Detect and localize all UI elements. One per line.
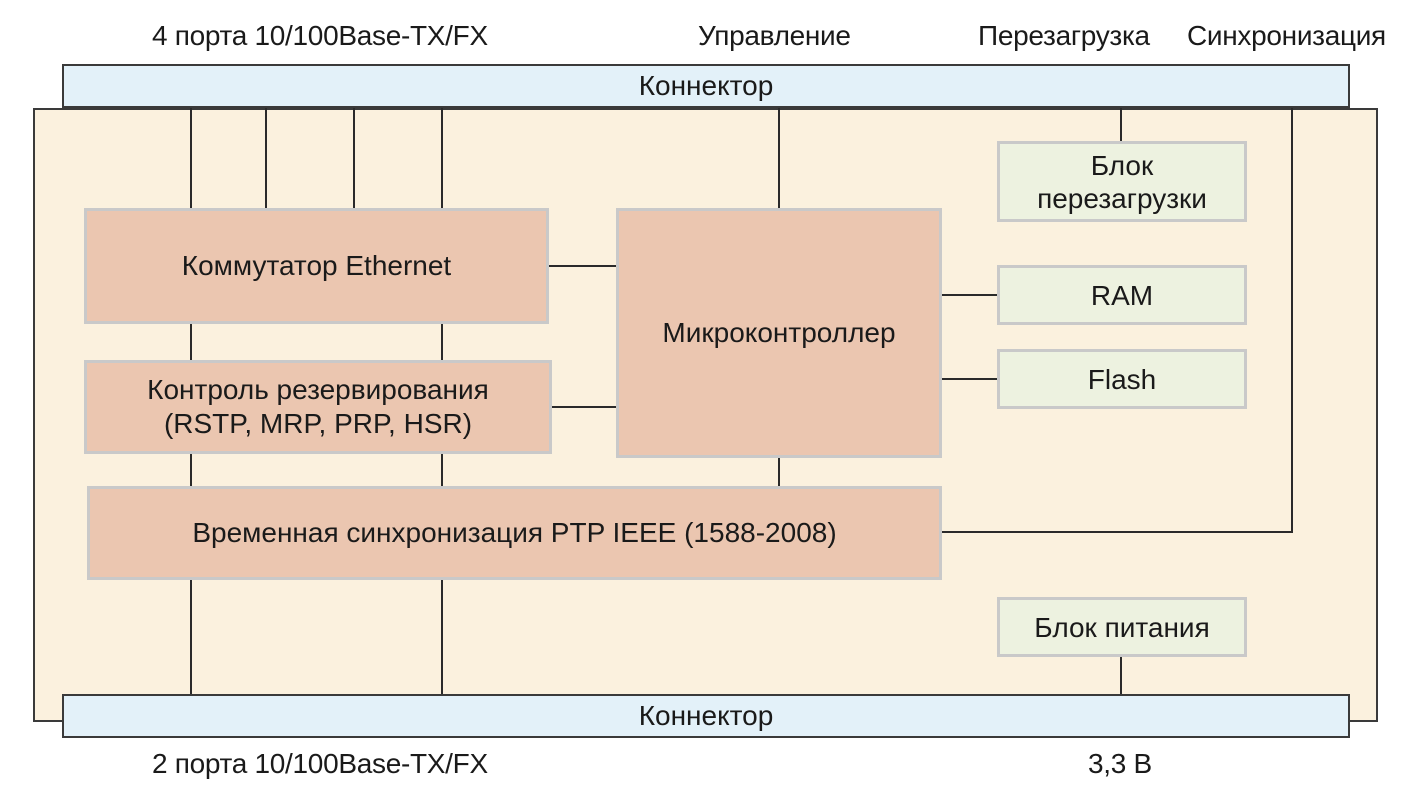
voltage-label: 3,3 В: [1088, 748, 1152, 779]
sync-label: Синхронизация: [1187, 20, 1386, 51]
ethernet-switch-block: Коммутатор Ethernet: [84, 208, 549, 324]
flash-block: Flash: [997, 349, 1247, 409]
wire-sync: [940, 108, 1293, 533]
ptp-sync-label: Временная синхронизация PTP IEEE (1588-2…: [192, 517, 837, 548]
top-connector: Коннектор: [62, 64, 1350, 108]
bottom-connector: Коннектор: [62, 694, 1350, 738]
power-supply-block: Блок питания: [997, 597, 1247, 657]
control-label: Управление: [698, 20, 851, 51]
flash-label: Flash: [1087, 363, 1157, 395]
reboot-block-line2: перезагрузки: [1037, 182, 1207, 214]
reboot-block: Блок перезагрузки: [997, 141, 1247, 222]
reboot-signal-label: Перезагрузка: [978, 20, 1150, 51]
redundancy-label-line2: (RSTP, MRP, PRP, HSR): [163, 408, 473, 439]
microcontroller-block: Микроконтроллер: [616, 208, 942, 458]
microcontroller-label: Микроконтроллер: [662, 317, 896, 348]
ram-block: RAM: [997, 265, 1247, 325]
redundancy-block: Контроль резервирования (RSTP, MRP, PRP,…: [84, 360, 552, 454]
ram-label: RAM: [1090, 279, 1154, 311]
bottom-ports-label: 2 порта 10/100Base-TX/FX: [152, 748, 488, 779]
reboot-block-line1: Блок: [1090, 149, 1154, 181]
top-ports-label: 4 порта 10/100Base-TX/FX: [152, 20, 488, 51]
ptp-sync-block: Временная синхронизация PTP IEEE (1588-2…: [87, 486, 942, 580]
redundancy-label-line1: Контроль резервирования: [147, 374, 489, 405]
power-supply-label: Блок питания: [1034, 611, 1210, 643]
ethernet-switch-label: Коммутатор Ethernet: [181, 250, 452, 281]
